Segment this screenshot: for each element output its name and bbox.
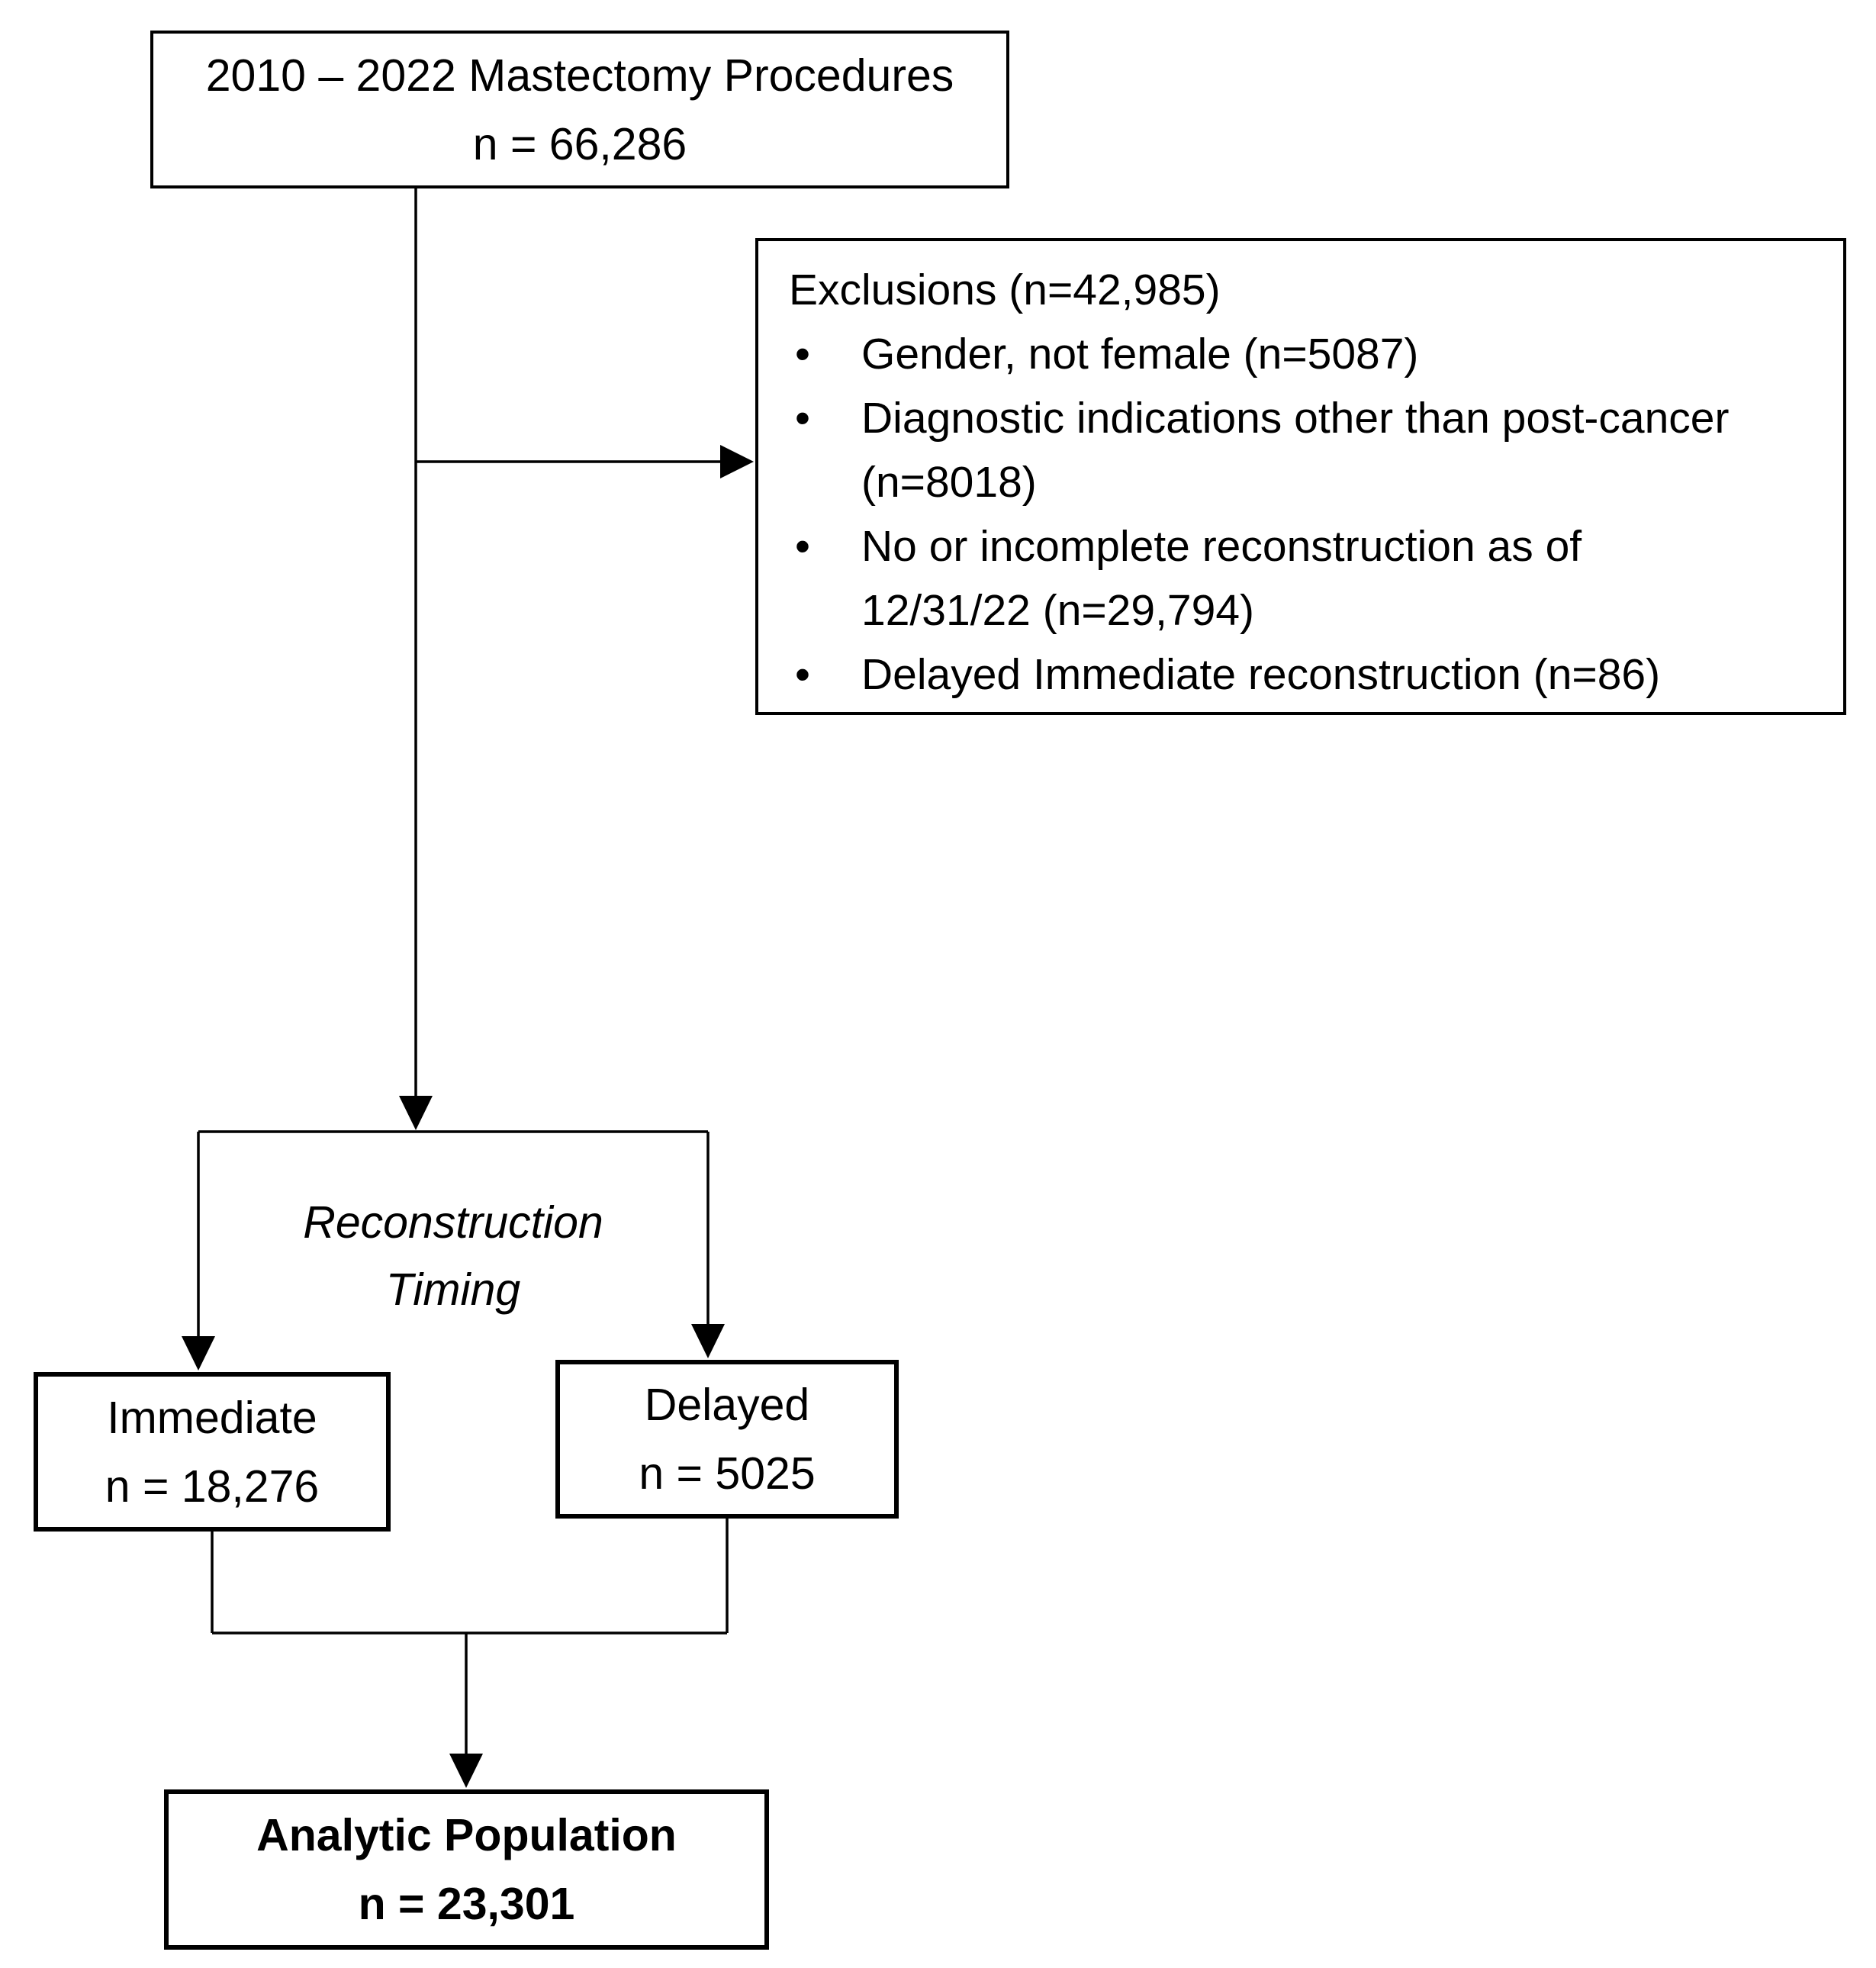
- exclusion-item-gender: Gender, not female (n=5087): [789, 322, 1820, 386]
- exclusion-item-incomplete: No or incomplete reconstruction as of 12…: [789, 514, 1820, 643]
- arrowhead-down-branch-icon: [399, 1096, 433, 1130]
- mastectomy-procedures-label: 2010 – 2022 Mastectomy Procedures: [205, 50, 954, 101]
- branch-label: Reconstruction Timing: [198, 1189, 708, 1323]
- immediate-count: n = 18,276: [105, 1461, 320, 1512]
- exclusions-box: Exclusions (n=42,985) Gender, not female…: [755, 238, 1846, 715]
- exclusion-item-diagnostic: Diagnostic indications other than post-c…: [789, 386, 1820, 514]
- analytic-population-count: n = 23,301: [358, 1879, 575, 1929]
- delayed-count: n = 5025: [639, 1448, 816, 1499]
- immediate-box: Immediate n = 18,276: [34, 1372, 391, 1532]
- delayed-box: Delayed n = 5025: [555, 1360, 899, 1519]
- mastectomy-procedures-box: 2010 – 2022 Mastectomy Procedures n = 66…: [150, 31, 1009, 188]
- analytic-population-box: Analytic Population n = 23,301: [164, 1789, 769, 1950]
- exclusions-list: Gender, not female (n=5087) Diagnostic i…: [789, 322, 1820, 707]
- delayed-label: Delayed: [644, 1380, 810, 1430]
- branch-label-line2: Timing: [385, 1264, 521, 1315]
- analytic-population-label: Analytic Population: [256, 1810, 677, 1860]
- immediate-label: Immediate: [107, 1392, 317, 1443]
- exclusions-title: Exclusions (n=42,985): [789, 266, 1221, 314]
- arrowhead-down-analytic-icon: [449, 1754, 483, 1788]
- exclusion-item-delayed-immediate: Delayed Immediate reconstruction (n=86): [789, 643, 1820, 707]
- arrowhead-down-immediate-icon: [182, 1336, 215, 1371]
- arrowhead-right-exclusions-icon: [720, 445, 754, 478]
- mastectomy-procedures-count: n = 66,286: [472, 118, 687, 169]
- arrowhead-down-delayed-icon: [691, 1324, 725, 1358]
- branch-label-line1: Reconstruction: [303, 1197, 603, 1248]
